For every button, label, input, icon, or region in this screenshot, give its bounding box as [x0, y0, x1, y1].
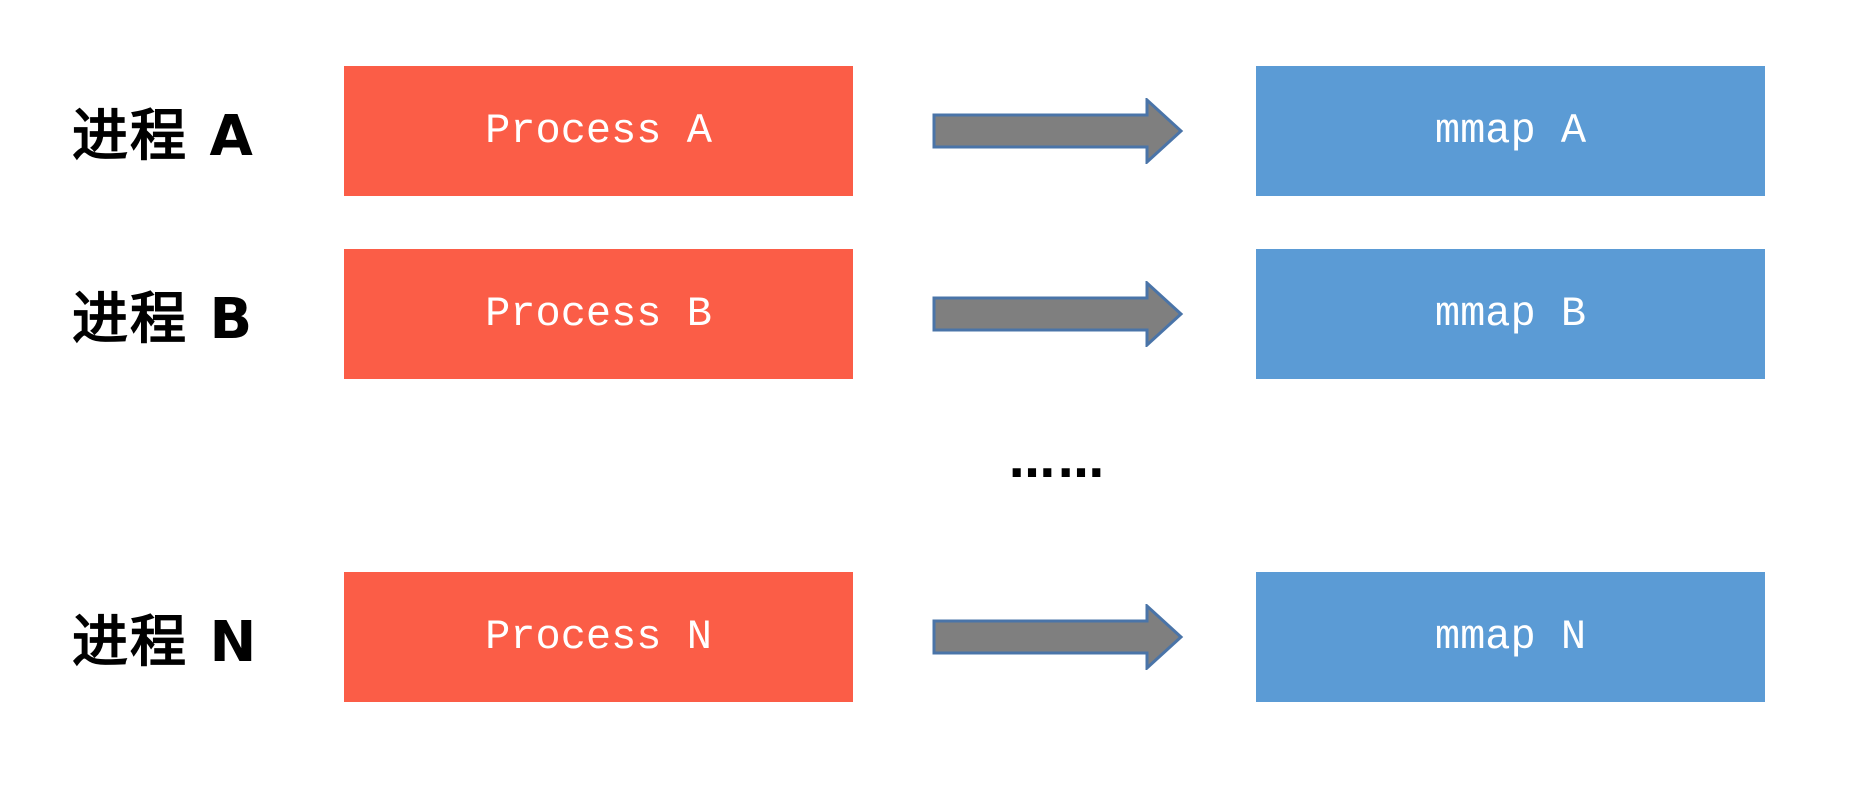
process-b-box: Process B	[344, 249, 853, 379]
arrow-right-icon	[932, 98, 1184, 164]
diagram-row-process-n: 进程 N Process N mmap N	[0, 572, 1850, 702]
diagram-row-process-a: 进程 A Process A mmap A	[0, 66, 1850, 196]
process-a-box-label: Process A	[485, 107, 712, 155]
row-label-process-b: 进程 B	[72, 286, 255, 352]
arrow-right-icon	[932, 281, 1184, 347]
arrow-right-icon	[932, 604, 1184, 670]
mmap-a-box: mmap A	[1256, 66, 1765, 196]
mmap-b-box-label: mmap B	[1434, 290, 1587, 338]
row-label-process-a: 进程 A	[72, 103, 255, 169]
mmap-n-box: mmap N	[1256, 572, 1765, 702]
process-n-box: Process N	[344, 572, 853, 702]
process-a-box: Process A	[344, 66, 853, 196]
process-n-box-label: Process N	[485, 613, 712, 661]
row-label-process-n: 进程 N	[72, 609, 259, 675]
process-b-box-label: Process B	[485, 290, 712, 338]
mmap-n-box-label: mmap N	[1434, 613, 1587, 661]
diagram-row-process-b: 进程 B Process B mmap B	[0, 249, 1850, 379]
mmap-b-box: mmap B	[1256, 249, 1765, 379]
mmap-a-box-label: mmap A	[1434, 107, 1587, 155]
ellipsis-more-rows: ……	[1009, 434, 1107, 488]
